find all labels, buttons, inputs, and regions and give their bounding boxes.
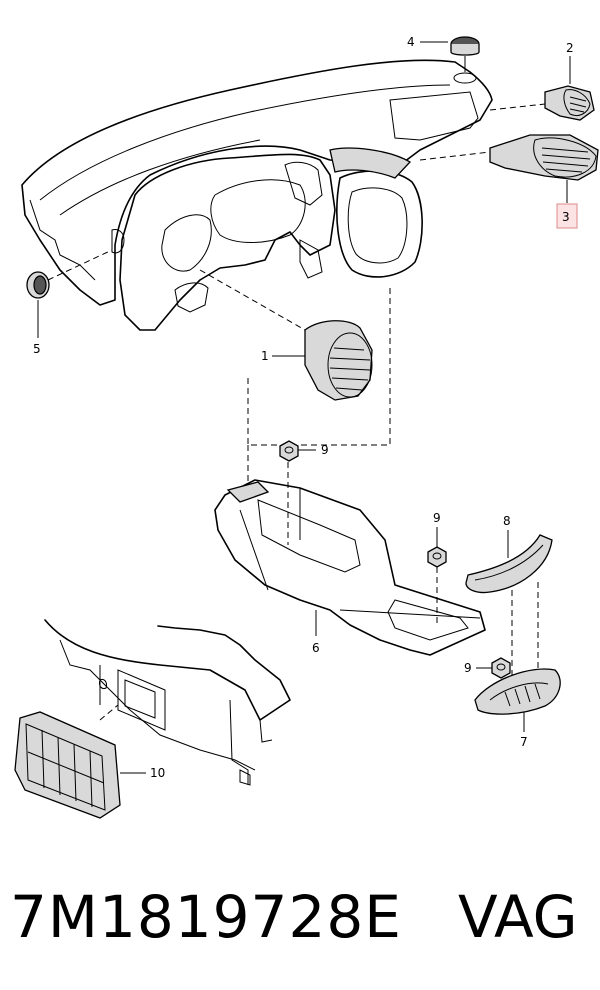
part-6-console [214,479,486,656]
part-5-plug [26,249,113,299]
callout-9-middle: 9 [433,511,441,547]
part-3-side-vent [419,134,599,181]
lower-dashboard-section [44,619,291,786]
part-2-small-vent [489,85,595,121]
callout-9-upper: 9 [298,443,329,457]
callout-1: 1 [261,349,305,363]
part-10-rect-vent [14,704,121,819]
callout-label-1: 1 [261,349,269,363]
callout-9-lower: 9 [464,661,492,675]
part-7-cover [474,668,561,715]
footer: 7M1819728E VAG [0,862,600,972]
callout-label-2: 2 [566,41,574,55]
callout-7: 7 [520,712,528,749]
callout-label-9-lower: 9 [464,661,472,675]
part-number: 7M1819728E [10,883,402,951]
callout-label-7: 7 [520,735,528,749]
callout-6: 6 [312,610,320,655]
callout-5: 5 [33,300,41,356]
parts-diagram: 4 2 3 5 1 9 9 8 [14,35,599,819]
callout-8: 8 [503,514,511,558]
part-1-center-vent [199,269,373,401]
callout-3: 3 [556,180,578,229]
brand-name: VAG [458,883,578,951]
callout-4: 4 [407,35,448,49]
callout-label-8: 8 [503,514,511,528]
guide-line [247,285,391,446]
callout-label-9-upper: 9 [321,443,329,457]
callout-10: 10 [120,766,165,780]
part-8-handle [465,534,553,680]
part-9-nut-lower [491,657,511,679]
callout-label-3: 3 [562,210,570,224]
dashboard-panel [21,59,493,331]
part-4-cap [450,36,480,84]
callout-label-4: 4 [407,35,415,49]
callout-label-9-middle: 9 [433,511,441,525]
callout-label-5: 5 [33,342,41,356]
part-9-nut-upper [279,440,299,462]
callout-2: 2 [566,41,574,84]
callout-label-10: 10 [150,766,165,780]
callout-label-6: 6 [312,641,320,655]
